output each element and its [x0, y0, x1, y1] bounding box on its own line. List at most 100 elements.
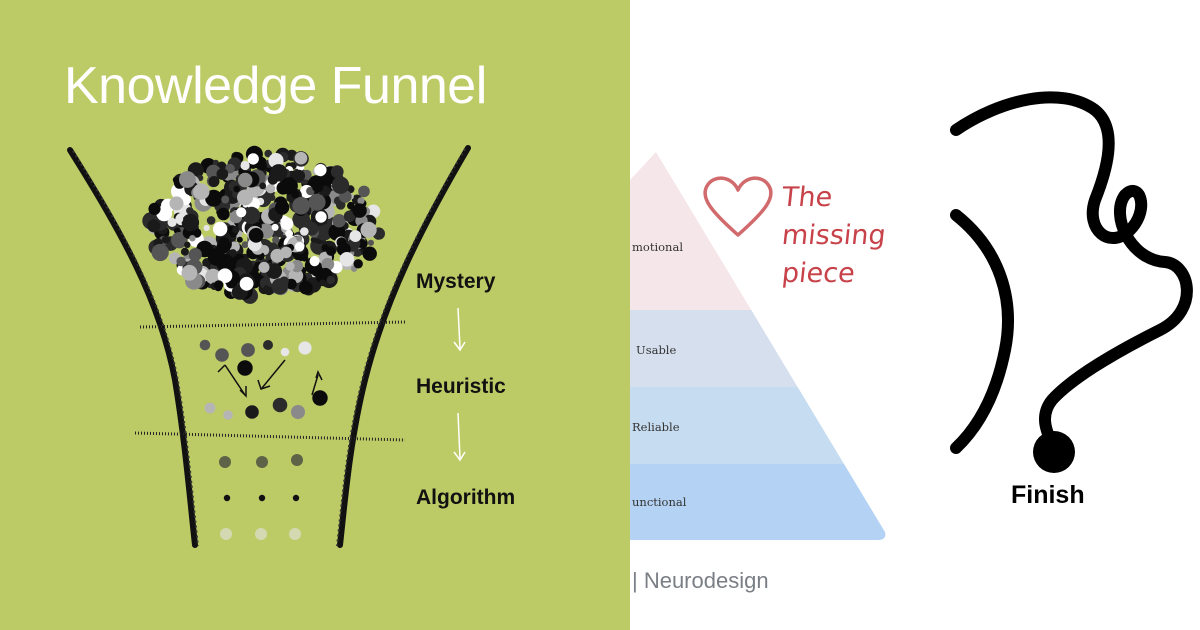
- mystery-dot-cluster: [142, 145, 385, 304]
- texture-dot: [193, 183, 210, 200]
- texture-dot: [248, 227, 264, 243]
- texture-dot: [192, 228, 202, 238]
- texture-dot: [237, 360, 253, 376]
- texture-dot: [219, 456, 231, 468]
- texture-dot: [271, 278, 289, 295]
- texture-dot: [245, 405, 259, 419]
- heuristic-algorithm-divider: [134, 431, 406, 442]
- finish-label: Finish: [1011, 481, 1085, 509]
- stage-heuristic: Heuristic: [416, 375, 506, 398]
- texture-dot: [271, 223, 279, 231]
- funnel-left-wall: [67, 147, 198, 548]
- texture-dot: [321, 244, 329, 252]
- texture-dot: [169, 196, 184, 211]
- texture-dot: [255, 528, 267, 540]
- layer-label-usable: Usable: [636, 343, 677, 357]
- texture-dot: [283, 177, 297, 191]
- algorithm-dots: [219, 454, 303, 540]
- texture-dot: [285, 261, 295, 271]
- texture-dot: [237, 189, 253, 206]
- texture-dot: [360, 221, 377, 238]
- texture-dot: [242, 206, 261, 225]
- texture-dot: [294, 151, 308, 165]
- texture-dot: [357, 197, 365, 205]
- texture-dot: [352, 203, 367, 218]
- texture-dot: [225, 163, 235, 174]
- texture-dot: [319, 279, 326, 287]
- texture-dot: [203, 224, 210, 232]
- annotation-line-1: The: [780, 182, 834, 213]
- heuristic-arrows: [217, 359, 323, 398]
- texture-dot: [218, 237, 230, 249]
- texture-dot: [291, 405, 305, 419]
- texture-dot: [213, 221, 228, 237]
- stage-mystery: Mystery: [416, 270, 496, 293]
- texture-dot: [308, 193, 326, 211]
- texture-dot: [347, 201, 355, 210]
- texture-dot: [266, 263, 282, 279]
- texture-dot: [292, 210, 311, 229]
- texture-dot: [215, 348, 229, 362]
- texture-dot: [367, 239, 374, 246]
- texture-dot: [205, 189, 223, 207]
- texture-dot: [216, 168, 229, 181]
- annotation-line-2: missing: [780, 220, 888, 251]
- texture-dot: [223, 410, 233, 420]
- texture-dot: [259, 182, 267, 190]
- texture-dot: [258, 494, 266, 502]
- texture-dot: [188, 248, 202, 262]
- texture-dot: [366, 204, 381, 219]
- texture-dot: [206, 216, 216, 225]
- layer-label-reliable: Reliable: [632, 420, 680, 434]
- texture-dot: [294, 242, 305, 252]
- texture-dot: [292, 196, 310, 215]
- texture-dot: [199, 339, 211, 351]
- texture-dot: [330, 165, 344, 179]
- texture-dot: [310, 236, 317, 243]
- texture-dot: [247, 153, 259, 165]
- texture-dot: [256, 160, 267, 171]
- texture-dot: [179, 171, 196, 188]
- texture-dot: [181, 213, 200, 232]
- flow-arrows: [453, 307, 466, 462]
- brand-label: | Neurodesign: [632, 568, 769, 593]
- funnel-title: Knowledge Funnel: [64, 57, 487, 115]
- texture-dot: [236, 207, 247, 218]
- texture-dot: [272, 236, 280, 244]
- texture-dot: [349, 230, 362, 243]
- texture-dot: [241, 241, 249, 249]
- texture-dot: [353, 259, 363, 269]
- winding-path: [950, 91, 1193, 456]
- stage-algorithm: Algorithm: [416, 486, 516, 509]
- texture-dot: [189, 235, 196, 242]
- texture-dot: [267, 174, 279, 185]
- texture-dot: [280, 246, 292, 259]
- texture-dot: [299, 280, 313, 295]
- texture-dot: [204, 402, 216, 414]
- texture-dot: [274, 200, 290, 215]
- texture-dot: [280, 217, 294, 231]
- texture-dot: [161, 235, 171, 244]
- texture-dot: [207, 248, 226, 266]
- texture-dot: [214, 280, 224, 290]
- texture-dot: [285, 229, 293, 238]
- texture-dot: [358, 185, 370, 198]
- texture-dot: [256, 456, 268, 468]
- texture-dot: [221, 195, 230, 204]
- mystery-heuristic-divider: [139, 320, 406, 329]
- texture-dot: [312, 181, 324, 193]
- knowledge-funnel-panel: [0, 0, 630, 630]
- texture-dot: [298, 341, 312, 355]
- funnel-right-wall: [337, 145, 471, 548]
- pyramid-layer-functional: [630, 464, 886, 540]
- texture-dot: [326, 275, 335, 285]
- texture-dot: [184, 241, 191, 248]
- texture-dot: [315, 223, 333, 241]
- texture-dot: [205, 268, 221, 285]
- texture-dot: [292, 494, 300, 502]
- texture-dot: [147, 219, 161, 233]
- heuristic-dots: [199, 339, 328, 420]
- pyramid-panel: [630, 0, 952, 630]
- texture-dot: [229, 249, 237, 257]
